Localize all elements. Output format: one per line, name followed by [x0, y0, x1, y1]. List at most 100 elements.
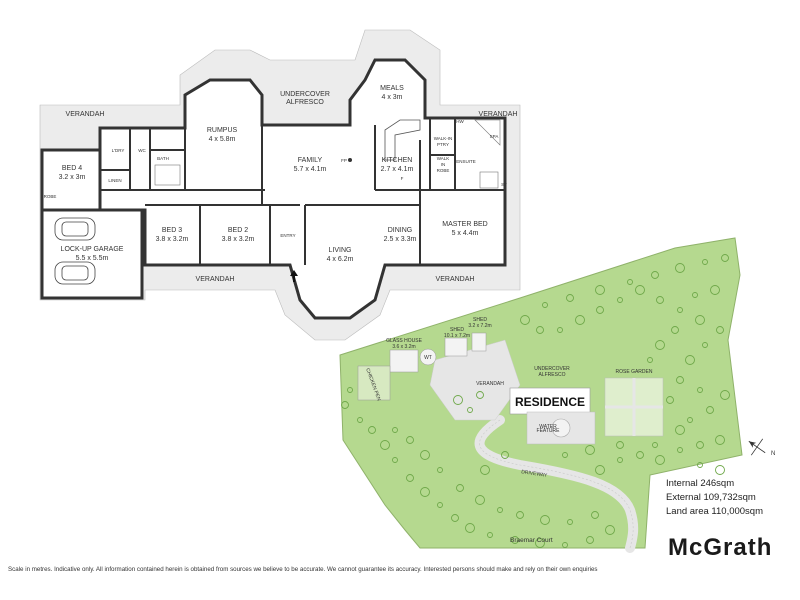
label-wc: WC	[138, 148, 146, 153]
shed2-shape	[471, 332, 487, 352]
tree-icon	[542, 302, 548, 308]
interior-walls	[100, 118, 505, 265]
label-north: N	[771, 451, 775, 457]
label-bath: BATH	[157, 156, 169, 161]
area-land: Land area 110,000sqm	[666, 506, 764, 517]
label-dining: DINING	[388, 227, 413, 234]
tree-icon	[721, 254, 729, 262]
label-bed4: BED 4	[62, 165, 82, 172]
dim-meals: 4 x 3m	[381, 94, 402, 101]
tree-icon	[677, 447, 683, 453]
label-site-alfresco: UNDERCOVER	[534, 366, 570, 372]
spa-fixture	[474, 119, 501, 146]
tree-icon	[702, 259, 708, 265]
tree-icon	[557, 327, 563, 333]
tree-icon	[467, 407, 473, 413]
label-st: ST	[501, 182, 507, 187]
tree-icon	[706, 406, 714, 414]
tree-icon	[368, 426, 376, 434]
tree-icon	[392, 427, 398, 433]
tree-icon	[562, 542, 568, 548]
courtyard	[429, 339, 521, 421]
tree-icon	[695, 315, 705, 325]
tree-icon	[676, 376, 684, 384]
tree-icon	[635, 285, 645, 295]
tree-icon	[710, 285, 720, 295]
tree-icon	[652, 442, 658, 448]
tree-icon	[656, 296, 664, 304]
label-fp: FP	[341, 158, 347, 163]
brand-logo: McGrath	[668, 534, 773, 561]
tree-icon	[357, 417, 363, 423]
tree-icon	[605, 525, 615, 535]
tree-icon	[475, 495, 485, 505]
dim-bed2: 3.8 x 3.2m	[222, 236, 255, 243]
tree-icon	[627, 279, 633, 285]
dim-rumpus: 4 x 5.8m	[209, 136, 236, 143]
label-spa: SPA	[490, 134, 499, 139]
dim-family: 5.7 x 4.1m	[294, 166, 327, 173]
north-arrow-icon	[748, 438, 766, 456]
tree-icon	[536, 326, 544, 334]
label-linen: LINEN	[108, 178, 121, 183]
water-feature-shape	[551, 418, 571, 438]
shower-fixture	[479, 171, 499, 189]
tree-icon	[406, 474, 414, 482]
tree-icon	[595, 285, 605, 295]
tree-icon	[562, 452, 568, 458]
label-garage: LOCK-UP GARAGE	[61, 246, 124, 253]
label-rose-garden: ROSE GARDEN	[616, 369, 653, 375]
tree-icon	[696, 441, 704, 449]
site-plan: RESIDENCE GLASS HOUSE 3.6 x 3.2m SHED 10…	[339, 237, 775, 553]
tree-icon	[511, 536, 519, 544]
tree-icon	[716, 326, 724, 334]
kitchen-bench	[384, 119, 421, 161]
tree-icon	[651, 271, 659, 279]
tree-icon	[697, 387, 703, 393]
street-name: Braemar Court	[510, 537, 553, 544]
tree-icon	[341, 401, 349, 409]
label-shed1-dim: 10.1 x 7.2m	[444, 333, 470, 339]
tree-icon	[453, 395, 463, 405]
fireplace-icon	[348, 158, 352, 162]
tree-icon	[655, 340, 665, 350]
tree-icon	[666, 396, 674, 404]
tree-icon	[567, 519, 573, 525]
tree-icon	[487, 532, 493, 538]
tree-icon	[720, 390, 730, 400]
dim-living: 4 x 6.2m	[327, 256, 354, 263]
label-rumpus: RUMPUS	[207, 127, 238, 134]
tree-icon	[406, 436, 414, 444]
tree-icon	[591, 511, 599, 519]
tree-icon	[675, 263, 685, 273]
chicken-pen-shape	[357, 365, 391, 401]
tree-icon	[540, 515, 550, 525]
tree-icon	[586, 536, 594, 544]
tree-icon	[437, 467, 443, 473]
label-bed2: BED 2	[228, 227, 248, 234]
water-tank-shape	[419, 348, 437, 366]
tree-icon	[420, 450, 430, 460]
label-walkin-robe: WALK	[437, 156, 450, 161]
label-master: MASTER BED	[442, 221, 488, 228]
entry-arrow-icon	[290, 270, 298, 282]
garage-cars	[54, 217, 96, 285]
tree-icon	[516, 511, 524, 519]
tree-icon	[437, 502, 443, 508]
label-walkin-robe-3: ROBE	[437, 168, 450, 173]
tree-icon	[392, 457, 398, 463]
tree-icon	[465, 523, 475, 533]
label-verandah-top-right: VERANDAH	[479, 111, 518, 118]
tree-icon	[480, 465, 490, 475]
tree-icon	[535, 538, 545, 548]
tree-icon	[585, 445, 595, 455]
label-shed2-dim: 3.2 x 7.2m	[468, 323, 491, 329]
tree-icon	[697, 462, 703, 468]
label-residence: RESIDENCE	[515, 395, 585, 409]
shed1-shape	[444, 337, 468, 357]
tree-icon	[616, 441, 624, 449]
tree-icon	[636, 451, 644, 459]
label-verandah-top-left: VERANDAH	[66, 111, 105, 118]
label-driveway: DRIVEWAY	[521, 469, 548, 479]
